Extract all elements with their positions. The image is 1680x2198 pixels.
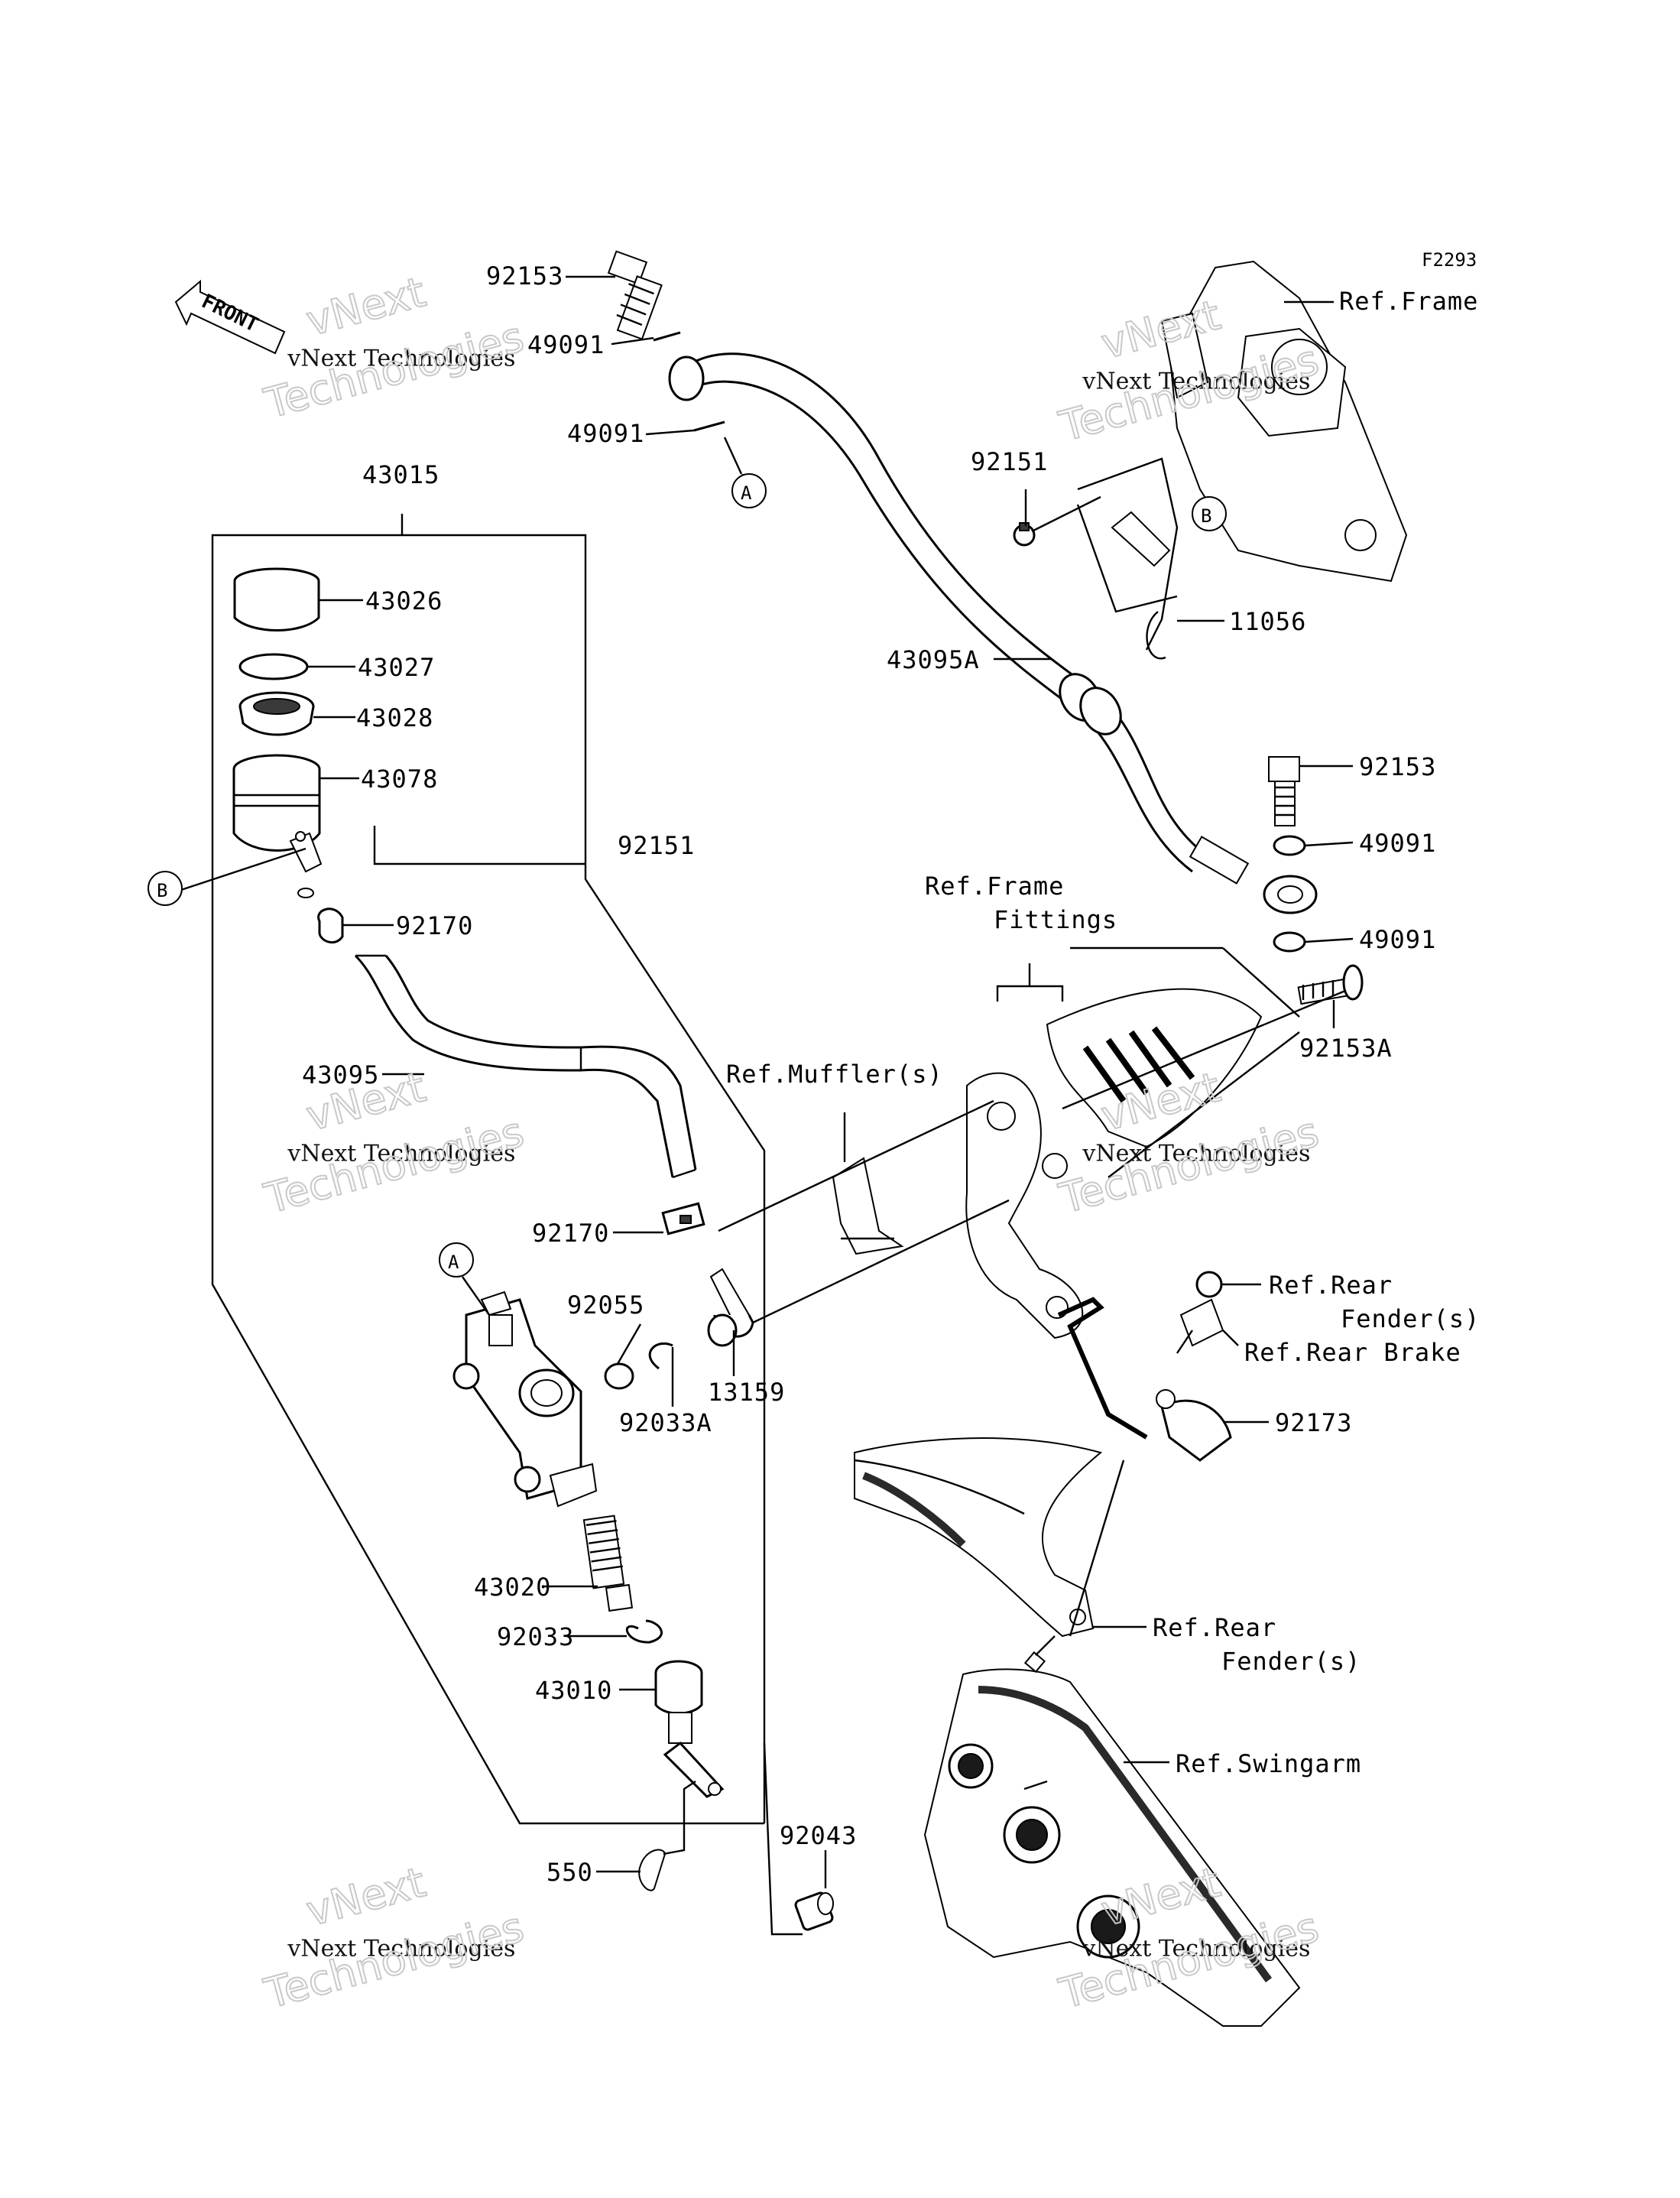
o-ring-43027 — [238, 653, 309, 680]
svg-text:A: A — [741, 482, 752, 504]
label-43026: 43026 — [365, 586, 443, 615]
label-92151-right: 92151 — [971, 447, 1048, 476]
label-92055: 92055 — [567, 1291, 644, 1320]
label-92170-mid: 92170 — [532, 1219, 609, 1248]
watermark-mid-left: vNext vNext Technologies Technologies — [258, 1062, 529, 1224]
bolt-92153A — [1297, 964, 1364, 1005]
ref-muffler: Ref.Muffler(s) — [726, 1060, 943, 1089]
svg-text:vNext Technologies: vNext Technologies — [1082, 1936, 1310, 1963]
reservoir-cap-43026 — [233, 567, 320, 631]
label-92173: 92173 — [1275, 1408, 1352, 1437]
front-arrow-icon: FRONT — [174, 279, 286, 355]
bolt-92151-right — [1013, 495, 1101, 547]
label-43078: 43078 — [361, 765, 438, 794]
washer-49091-c — [1273, 835, 1306, 856]
kit-bracket-43015 — [211, 514, 766, 1825]
washer-49091-b — [693, 420, 725, 432]
label-49091-a: 49091 — [527, 330, 605, 359]
ref-rear-fender-2b: Fender(s) — [1221, 1647, 1361, 1676]
svg-text:vNext Technologies: vNext Technologies — [287, 1936, 515, 1963]
push-rod-spring-43020 — [582, 1515, 634, 1612]
clamp-92170-top — [297, 888, 344, 944]
ref-rear-fender-1a: Ref.Rear — [1269, 1271, 1393, 1300]
svg-text:B: B — [1201, 505, 1211, 527]
svg-text:vNext: vNext — [301, 268, 430, 346]
ref-frame-fittings-1: Ref.Frame — [925, 872, 1064, 901]
label-11056: 11056 — [1229, 607, 1306, 636]
label-49091-c: 49091 — [1359, 829, 1436, 858]
part-labels: 92153 49091 49091 43015 43026 43027 4302… — [302, 261, 1436, 1887]
swingarm-reference-part — [923, 1635, 1301, 2027]
svg-text:vNext Technologies: vNext Technologies — [287, 346, 515, 372]
circlip-92033 — [625, 1619, 663, 1644]
svg-text:A: A — [448, 1252, 459, 1273]
ref-rear-brake: Ref.Rear Brake — [1244, 1338, 1461, 1367]
push-rod-43010 — [654, 1660, 725, 1798]
reservoir-hose-43095 — [354, 954, 697, 1179]
label-92033A: 92033A — [619, 1408, 712, 1437]
reservoir-43078 — [232, 754, 323, 873]
pin-92043 — [794, 1891, 834, 1931]
bracket-11056 — [1076, 457, 1179, 660]
diaphragm-43028 — [238, 691, 315, 736]
svg-text:vNext: vNext — [301, 1858, 430, 1936]
svg-text:vNext Technologies: vNext Technologies — [1082, 368, 1310, 395]
figure-code: F2293 — [1422, 249, 1477, 271]
connector-13159 — [707, 1268, 754, 1347]
washer-49091-d — [1273, 931, 1306, 953]
label-43020: 43020 — [474, 1573, 551, 1602]
label-92153A: 92153A — [1299, 1034, 1393, 1063]
callout-b-left: B — [148, 871, 183, 906]
ref-rear-fender-2a: Ref.Rear — [1153, 1613, 1276, 1642]
leader-lines — [178, 275, 1354, 1936]
brake-hose-43095A — [668, 352, 1318, 914]
label-43095: 43095 — [302, 1060, 379, 1089]
frame-fittings-bracket — [965, 946, 1300, 1339]
fender-bolt-reference — [1179, 1271, 1224, 1347]
circlip-92033A — [648, 1342, 673, 1370]
label-43028: 43028 — [356, 703, 433, 732]
master-cylinder-body — [452, 1291, 598, 1508]
label-43027: 43027 — [358, 653, 435, 682]
callout-b-top: B — [1192, 496, 1227, 531]
rear-fender-reference-part — [854, 1437, 1125, 1638]
label-43015: 43015 — [362, 460, 439, 489]
frame-reference-part — [1160, 260, 1408, 583]
label-92151-left: 92151 — [618, 831, 695, 860]
callout-a-top: A — [731, 473, 767, 508]
watermark-bottom-left: vNext vNext Technologies Technologies — [258, 1857, 529, 2019]
label-550: 550 — [546, 1858, 593, 1887]
washer-49091-a — [653, 331, 681, 342]
label-13159: 13159 — [708, 1378, 785, 1407]
cotter-pin-550 — [638, 1849, 666, 1891]
ref-frame: Ref.Frame — [1339, 287, 1478, 316]
banjo-bolt-92153-right — [1268, 756, 1300, 826]
label-49091-d: 49091 — [1359, 925, 1436, 954]
callout-a-left: A — [439, 1242, 490, 1316]
label-92033: 92033 — [497, 1622, 574, 1651]
ref-rear-fender-1b: Fender(s) — [1341, 1304, 1480, 1333]
reference-labels: Ref.Frame Ref.Frame Fittings Ref.Muffler… — [726, 287, 1480, 1778]
label-92153-top: 92153 — [486, 261, 563, 291]
label-49091-b: 49091 — [567, 419, 644, 448]
ref-frame-fittings-2: Fittings — [994, 905, 1117, 934]
o-ring-92055 — [604, 1362, 634, 1390]
label-92043: 92043 — [780, 1821, 857, 1850]
label-43010: 43010 — [535, 1676, 612, 1705]
clamp-92170-mid — [661, 1202, 705, 1235]
banjo-bolt-92153-top — [607, 250, 663, 340]
label-92170-top: 92170 — [396, 911, 473, 940]
svg-text:vNext Technologies: vNext Technologies — [1082, 1141, 1310, 1167]
svg-text:vNext Technologies: vNext Technologies — [287, 1141, 515, 1167]
svg-text:B: B — [157, 880, 167, 901]
label-43095A: 43095A — [887, 645, 980, 674]
ref-swingarm: Ref.Swingarm — [1176, 1749, 1361, 1778]
rear-brake-rod — [1057, 1297, 1232, 1462]
muffler-reference-part — [832, 1112, 904, 1255]
label-92153-right: 92153 — [1359, 752, 1436, 781]
